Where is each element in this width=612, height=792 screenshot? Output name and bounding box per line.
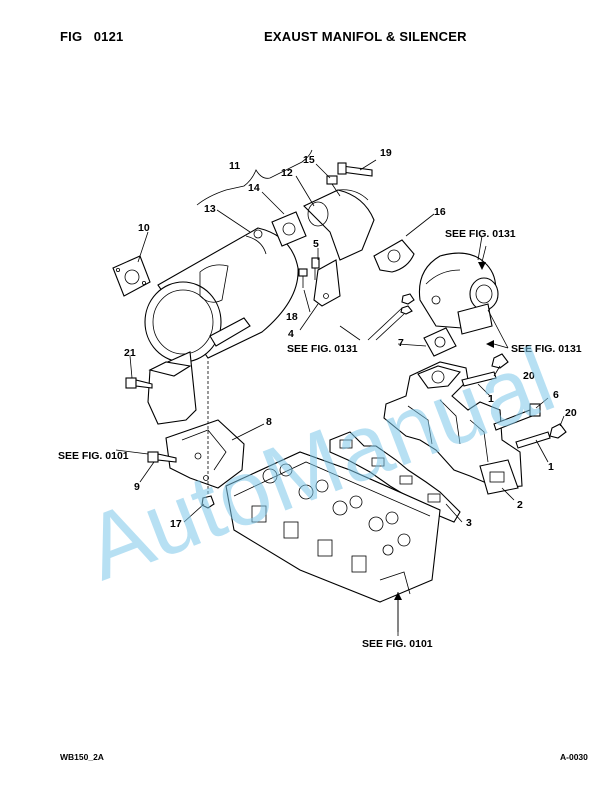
callout-18: 18: [286, 311, 298, 323]
ref-bottom: SEE FIG. 0101: [362, 638, 433, 650]
callout-4: 4: [288, 328, 294, 340]
gasket-7: [423, 327, 457, 357]
turbocharger: [418, 252, 499, 335]
figure-number: 0121: [93, 29, 124, 44]
stud-1-upper: [461, 371, 497, 387]
callout-12: 12: [281, 167, 293, 179]
leader-lines: [115, 159, 565, 636]
callout-1-upper: 1: [488, 393, 494, 405]
footer-page-id: A-0030: [560, 752, 588, 762]
reference-arrows: [394, 245, 509, 632]
support-bracket: [147, 351, 245, 489]
bolt-9: [147, 451, 177, 463]
callout-16: 16: [434, 206, 446, 218]
callout-15: 15: [303, 154, 315, 166]
silencer-gasket: [112, 255, 151, 297]
silencer: [144, 227, 299, 363]
gasket-14: [271, 211, 307, 247]
footer-code: WB150_2A: [60, 752, 104, 762]
callout-11: 11: [229, 160, 240, 172]
callout-7: 7: [398, 337, 404, 349]
callout-6: 6: [553, 389, 559, 401]
valve-cluster: [262, 463, 411, 556]
ref-left: SEE FIG. 0101: [58, 450, 129, 462]
brace-11: [196, 149, 313, 206]
nuts-20: [491, 353, 567, 439]
ref-center: SEE FIG. 0131: [287, 343, 358, 355]
figure-references: SEE FIG. 0131 SEE FIG. 0131 SEE FIG. 013…: [58, 228, 582, 650]
bolt-6: [493, 403, 541, 431]
callouts: 1 1 2 3 4 5 6 7 8 9 10 11 12 13 14 15 16…: [124, 147, 577, 530]
callout-1-lower: 1: [548, 461, 554, 473]
callout-3: 3: [466, 517, 472, 529]
nuts-small: [400, 293, 415, 315]
callout-5: 5: [313, 238, 319, 250]
page-title: EXAUST MANIFOL & SILENCER: [264, 29, 467, 44]
bolt-19: [337, 162, 373, 177]
bolt-15: [326, 175, 341, 197]
bolt-21: [125, 377, 153, 389]
callout-8: 8: [266, 416, 272, 428]
callout-9: 9: [134, 481, 140, 493]
exhaust-manifold: [383, 361, 523, 495]
callout-20-upper: 20: [523, 370, 535, 382]
bracket-4: [311, 257, 341, 307]
manifold-gasket: [329, 431, 461, 523]
callout-10: 10: [138, 222, 150, 234]
stud-1-lower: [515, 431, 551, 449]
callout-13: 13: [204, 203, 216, 215]
bolt-18: [298, 268, 308, 288]
bolt-17: [201, 360, 215, 509]
callout-2: 2: [517, 499, 523, 511]
figure-label: FIG 0121: [60, 29, 123, 44]
exhaust-elbow: [303, 189, 375, 261]
callout-20-lower: 20: [565, 407, 577, 419]
callout-21: 21: [124, 347, 136, 359]
callout-14: 14: [248, 182, 260, 194]
figure-label-prefix: FIG: [60, 29, 83, 44]
callout-19: 19: [380, 147, 392, 159]
gasket-16: [373, 239, 415, 273]
callout-17: 17: [170, 518, 182, 530]
ref-turbo-top: SEE FIG. 0131: [445, 228, 516, 240]
ref-turbo-right: SEE FIG. 0131: [511, 343, 582, 355]
cylinder-head: [225, 451, 441, 603]
